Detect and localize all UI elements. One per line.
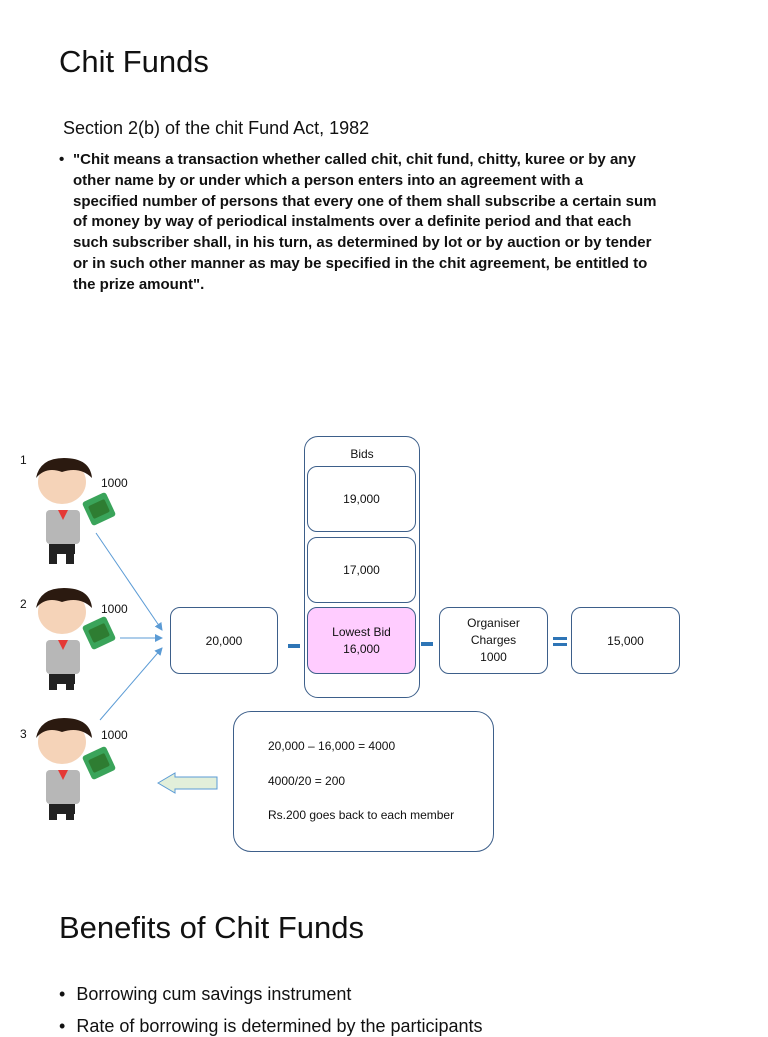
bid-box: 19,000: [307, 466, 416, 532]
member-number: 3: [20, 727, 27, 741]
organiser-charges-box: Organiser Charges 1000: [439, 607, 548, 674]
chit-fund-diagram: 1 1000 2 1000 3 1000 20,000 Bids 19,000 …: [0, 420, 768, 870]
member-number: 2: [20, 597, 27, 611]
equals-sign-bottom: [553, 643, 567, 646]
bid-value: 17,000: [343, 563, 380, 577]
benefit-text: Borrowing cum savings instrument: [76, 984, 351, 1004]
member-3-arrow: [100, 648, 162, 720]
bids-heading: Bids: [350, 447, 373, 461]
lowest-bid-value: 16,000: [343, 641, 380, 658]
result-box: 15,000: [571, 607, 680, 674]
member-contribution: 1000: [101, 602, 128, 616]
calculation-box: 20,000 – 16,000 = 4000 4000/20 = 200 Rs.…: [233, 711, 494, 852]
benefits-title: Benefits of Chit Funds: [59, 910, 364, 946]
benefit-item: • Rate of borrowing is determined by the…: [59, 1016, 759, 1037]
benefit-item: • Borrowing cum savings instrument: [59, 984, 759, 1005]
bullet-marker: •: [59, 150, 64, 171]
pool-total-value: 20,000: [206, 634, 243, 648]
member-contribution: 1000: [101, 476, 128, 490]
result-value: 15,000: [607, 634, 644, 648]
member-contribution: 1000: [101, 728, 128, 742]
member-figure-1: [36, 458, 116, 564]
minus-sign-2: [421, 642, 433, 646]
calc-line: 20,000 – 16,000 = 4000: [268, 739, 395, 753]
return-arrow: [158, 773, 217, 793]
page-title: Chit Funds: [59, 44, 209, 80]
organiser-label-line2: Charges: [471, 632, 516, 649]
calc-line: 4000/20 = 200: [268, 774, 345, 788]
benefit-text: Rate of borrowing is determined by the p…: [76, 1016, 482, 1036]
minus-sign-1: [288, 644, 300, 648]
lowest-bid-label: Lowest Bid: [332, 624, 391, 641]
definition-bullet: • "Chit means a transaction whether call…: [0, 150, 768, 300]
calc-line: Rs.200 goes back to each member: [268, 808, 454, 822]
bid-value: 19,000: [343, 492, 380, 506]
pool-total-box: 20,000: [170, 607, 278, 674]
bullet-marker: •: [59, 1016, 65, 1036]
lowest-bid-box: Lowest Bid 16,000: [307, 607, 416, 674]
definition-text: "Chit means a transaction whether called…: [73, 150, 723, 296]
section-heading: Section 2(b) of the chit Fund Act, 1982: [63, 118, 369, 139]
bid-box: 17,000: [307, 537, 416, 603]
equals-sign-top: [553, 637, 567, 640]
organiser-charges-value: 1000: [480, 649, 507, 666]
organiser-label-line1: Organiser: [467, 615, 520, 632]
member-number: 1: [20, 453, 27, 467]
bullet-marker: •: [59, 984, 65, 1004]
